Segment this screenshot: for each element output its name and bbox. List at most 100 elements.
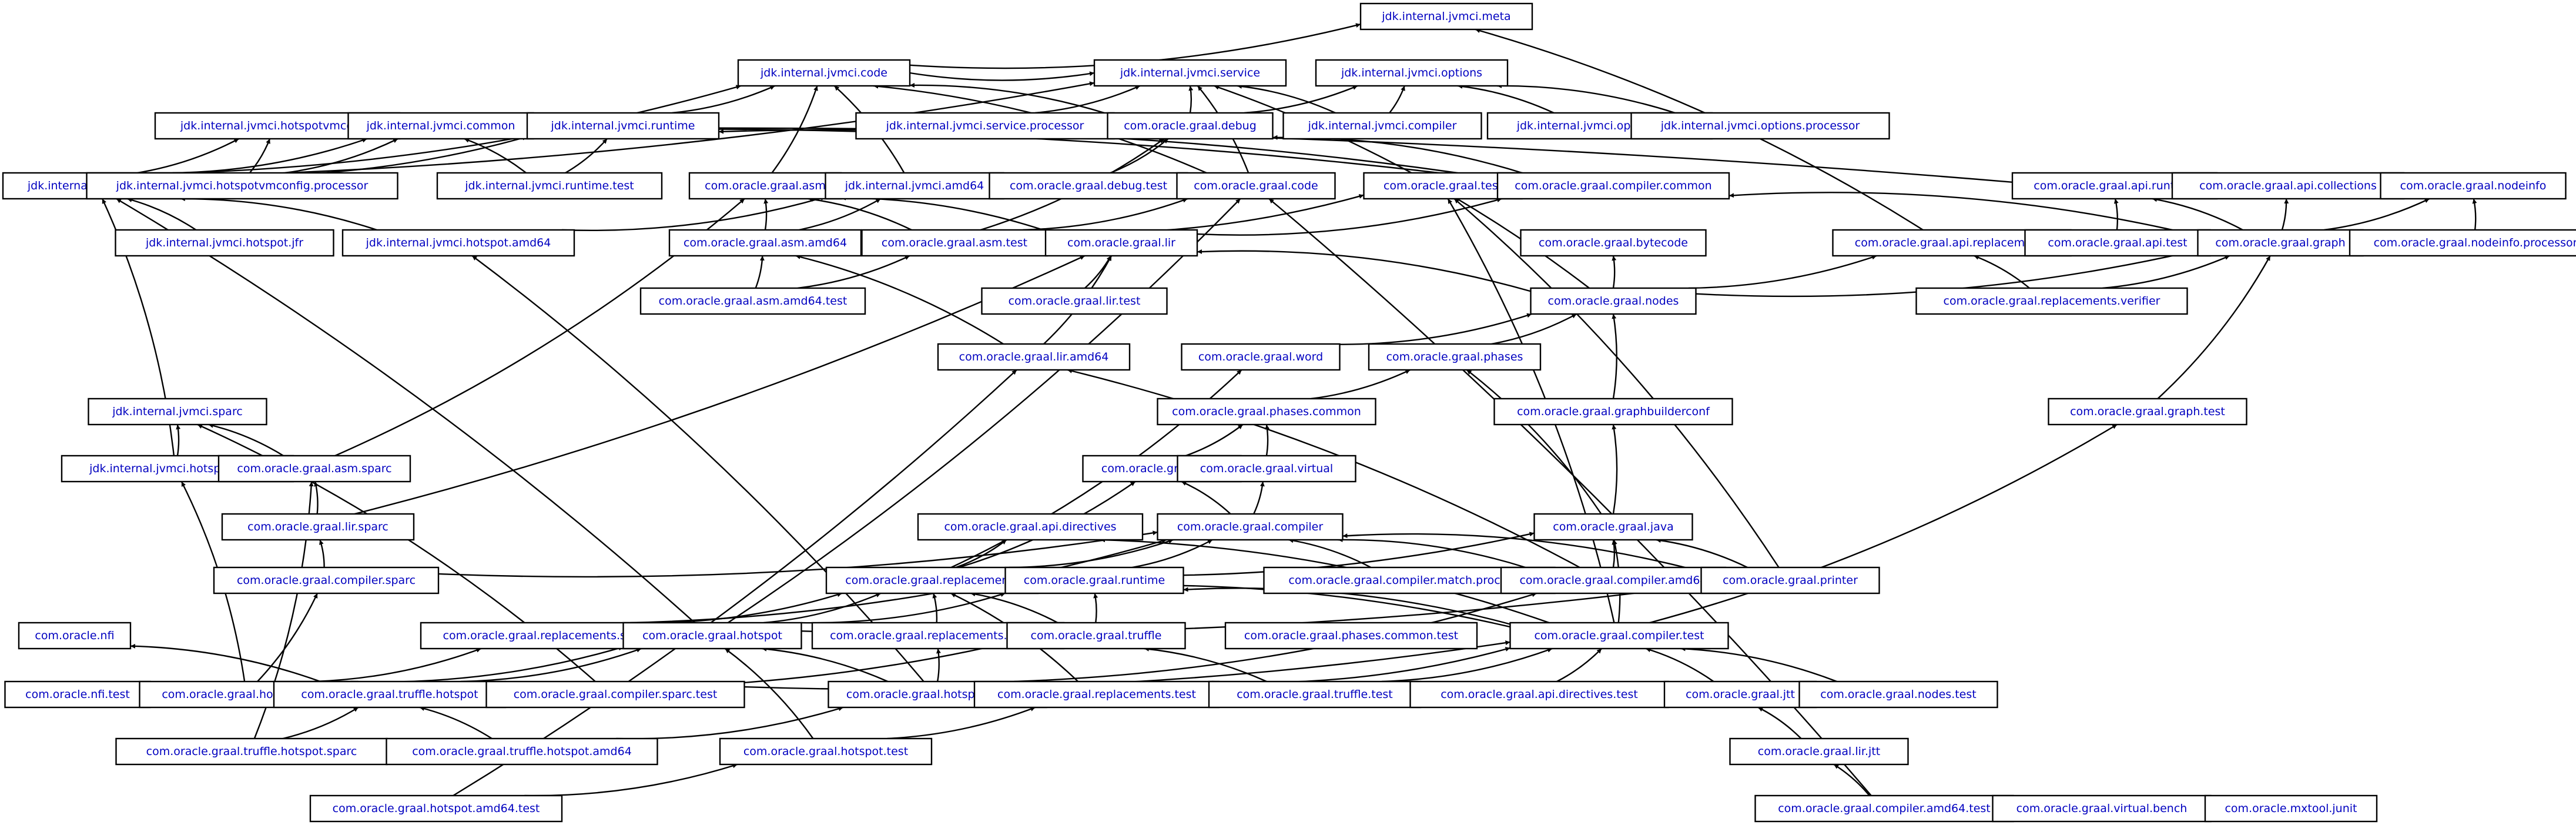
node-com-oracle-graal-runtime[interactable]: com.oracle.graal.runtime	[1004, 566, 1184, 594]
node-com-oracle-graal-virtual-bench[interactable]: com.oracle.graal.virtual.bench	[1992, 794, 2212, 823]
node-label: com.oracle.graal.truffle.hotspot.sparc	[146, 745, 357, 758]
node-box	[989, 172, 1188, 200]
node-box	[861, 229, 1048, 257]
node-jdk-internal-jvmci-code[interactable]: jdk.internal.jvmci.code	[737, 59, 911, 87]
node-com-oracle-graal-replacements-test[interactable]: com.oracle.graal.replacements.test	[973, 680, 1220, 709]
node-jdk-internal-jvmci-sparc[interactable]: jdk.internal.jvmci.sparc	[88, 398, 267, 426]
edge-com-oracle-graal-jtt-to-com-oracle-graal-compiler-test	[1645, 647, 1714, 682]
node-com-oracle-graal-hotspot-test[interactable]: com.oracle.graal.hotspot.test	[719, 737, 933, 766]
node-box	[1224, 622, 1478, 650]
node-com-oracle-graal-truffle-hotspot[interactable]: com.oracle.graal.truffle.hotspot	[273, 680, 507, 709]
node-com-oracle-graal-lir-sparc[interactable]: com.oracle.graal.lir.sparc	[221, 513, 415, 541]
node-label: com.oracle.graal.debug.test	[1010, 179, 1167, 192]
node-com-oracle-graal-compiler[interactable]: com.oracle.graal.compiler	[1157, 513, 1344, 541]
node-com-oracle-graal-truffle-hotspot-sparc[interactable]: com.oracle.graal.truffle.hotspot.sparc	[115, 737, 388, 766]
node-com-oracle-graal-virtual[interactable]: com.oracle.graal.virtual	[1177, 455, 1356, 483]
node-com-oracle-graal-api-directives[interactable]: com.oracle.graal.api.directives	[917, 513, 1144, 541]
edge-jdk-internal-jvmci-hotspotvmconfig-processor-to-jdk-internal-jvmci-hotspotvmconfig	[249, 138, 271, 173]
node-jdk-internal-jvmci-options[interactable]: jdk.internal.jvmci.options	[1315, 59, 1509, 87]
edge-com-oracle-graal-runtime-to-com-oracle-graal-compiler	[1131, 539, 1213, 569]
node-com-oracle-graal-nodeinfo-processor[interactable]: com.oracle.graal.nodeinfo.processor	[2349, 229, 2576, 257]
node-com-oracle-graal-printer[interactable]: com.oracle.graal.printer	[1700, 566, 1880, 594]
node-com-oracle-graal-lir-test[interactable]: com.oracle.graal.lir.test	[981, 287, 1168, 315]
node-com-oracle-graal-replacements[interactable]: com.oracle.graal.replacements	[825, 566, 1039, 594]
node-jdk-internal-jvmci-compiler[interactable]: jdk.internal.jvmci.compiler	[1282, 112, 1482, 140]
edge-com-oracle-graal-lir-jtt-to-com-oracle-graal-jtt	[1757, 706, 1802, 739]
node-jdk-internal-jvmci-service[interactable]: jdk.internal.jvmci.service	[1093, 59, 1287, 87]
node-com-oracle-graal-lir-amd64[interactable]: com.oracle.graal.lir.amd64	[937, 343, 1131, 371]
edge-com-oracle-graal-truffle-hotspot-amd64-to-com-oracle-graal-truffle-hotspot	[419, 706, 493, 740]
node-box	[1359, 2, 1533, 31]
node-com-oracle-graal-hotspot-amd64-test[interactable]: com.oracle.graal.hotspot.amd64.test	[309, 794, 563, 823]
node-label: com.oracle.graal.compiler.amd64.test	[1778, 802, 1991, 815]
node-com-oracle-graal-java[interactable]: com.oracle.graal.java	[1533, 513, 1693, 541]
node-jdk-internal-jvmci-service-processor[interactable]: jdk.internal.jvmci.service.processor	[855, 112, 1115, 140]
node-com-oracle-graal-api-directives-test[interactable]: com.oracle.graal.api.directives.test	[1409, 680, 1669, 709]
node-com-oracle-graal-graph-test[interactable]: com.oracle.graal.graph.test	[2048, 398, 2247, 426]
node-label: com.oracle.graal.jtt	[1686, 688, 1795, 701]
node-box	[273, 680, 507, 709]
node-com-oracle-graal-truffle-hotspot-amd64[interactable]: com.oracle.graal.truffle.hotspot.amd64	[386, 737, 658, 766]
node-label: com.oracle.graal.compiler.match.processo…	[1288, 574, 1530, 587]
node-label: com.oracle.graal.runtime	[1024, 574, 1165, 587]
edge-com-oracle-graal-truffle-test-to-com-oracle-graal-compiler-test	[1381, 647, 1553, 683]
node-com-oracle-graal-debug-test[interactable]: com.oracle.graal.debug.test	[989, 172, 1188, 200]
node-com-oracle-graal-compiler-amd64[interactable]: com.oracle.graal.compiler.amd64	[1500, 566, 1727, 594]
node-com-oracle-graal-asm[interactable]: com.oracle.graal.asm	[688, 172, 842, 200]
node-com-oracle-graal-word[interactable]: com.oracle.graal.word	[1181, 343, 1341, 371]
node-com-oracle-graal-graphbuilderconf[interactable]: com.oracle.graal.graphbuilderconf	[1493, 398, 1733, 426]
node-com-oracle-graal-truffle[interactable]: com.oracle.graal.truffle	[1006, 622, 1186, 650]
node-com-oracle-graal-test[interactable]: com.oracle.graal.test	[1363, 172, 1523, 200]
node-com-oracle-graal-nodes-test[interactable]: com.oracle.graal.nodes.test	[1798, 680, 1998, 709]
node-com-oracle-graal-phases-common-test[interactable]: com.oracle.graal.phases.common.test	[1224, 622, 1478, 650]
node-jdk-internal-jvmci-amd64[interactable]: jdk.internal.jvmci.amd64	[825, 172, 1004, 200]
node-com-oracle-graal-asm-sparc[interactable]: com.oracle.graal.asm.sparc	[217, 455, 411, 483]
node-com-oracle-graal-phases-common[interactable]: com.oracle.graal.phases.common	[1157, 398, 1376, 426]
node-com-oracle-graal-debug[interactable]: com.oracle.graal.debug	[1107, 112, 1274, 140]
node-com-oracle-nfi-test[interactable]: com.oracle.nfi.test	[4, 680, 151, 709]
node-box	[825, 172, 1004, 200]
node-com-oracle-graal-asm-amd64[interactable]: com.oracle.graal.asm.amd64	[668, 229, 862, 257]
node-com-oracle-graal-compiler-amd64-test[interactable]: com.oracle.graal.compiler.amd64.test	[1754, 794, 2014, 823]
node-com-oracle-graal-lir-jtt[interactable]: com.oracle.graal.lir.jtt	[1729, 737, 1909, 766]
node-jdk-internal-jvmci-hotspot-jfr[interactable]: jdk.internal.jvmci.hotspot.jfr	[115, 229, 334, 257]
node-com-oracle-mxtool-junit[interactable]: com.oracle.mxtool.junit	[2204, 794, 2378, 823]
node-com-oracle-graal-asm-test[interactable]: com.oracle.graal.asm.test	[861, 229, 1048, 257]
node-com-oracle-nfi[interactable]: com.oracle.nfi	[18, 622, 132, 650]
node-com-oracle-graal-graph[interactable]: com.oracle.graal.graph	[2197, 229, 2364, 257]
node-jdk-internal-jvmci-hotspot-amd64[interactable]: jdk.internal.jvmci.hotspot.amd64	[341, 229, 575, 257]
node-com-oracle-graal-compiler-sparc-test[interactable]: com.oracle.graal.compiler.sparc.test	[485, 680, 745, 709]
node-jdk-internal-jvmci-options-processor[interactable]: jdk.internal.jvmci.options.processor	[1630, 112, 1890, 140]
node-com-oracle-graal-nodes[interactable]: com.oracle.graal.nodes	[1530, 287, 1697, 315]
node-label: jdk.internal.jvmci.sparc	[112, 405, 243, 418]
node-com-oracle-graal-compiler-common[interactable]: com.oracle.graal.compiler.common	[1496, 172, 1730, 200]
node-com-oracle-graal-truffle-test[interactable]: com.oracle.graal.truffle.test	[1208, 680, 1422, 709]
node-box	[115, 229, 334, 257]
node-jdk-internal-jvmci-common[interactable]: jdk.internal.jvmci.common	[347, 112, 534, 140]
node-jdk-internal-jvmci-hotspotvmconfig-processor[interactable]: jdk.internal.jvmci.hotspotvmconfig.proce…	[86, 172, 398, 200]
node-com-oracle-graal-phases[interactable]: com.oracle.graal.phases	[1368, 343, 1542, 371]
node-com-oracle-graal-asm-amd64-test[interactable]: com.oracle.graal.asm.amd64.test	[639, 287, 866, 315]
edge-com-oracle-graal-java-to-com-oracle-graal-phases	[1466, 369, 1602, 515]
node-jdk-internal-jvmci-meta[interactable]: jdk.internal.jvmci.meta	[1359, 2, 1533, 31]
edge-com-oracle-graal-asm-to-jdk-internal-jvmci-code	[771, 85, 818, 173]
node-com-oracle-graal-code[interactable]: com.oracle.graal.code	[1176, 172, 1336, 200]
node-label: jdk.internal.jvmci.options.processor	[1660, 119, 1860, 132]
node-jdk-internal-jvmci-runtime-test[interactable]: jdk.internal.jvmci.runtime.test	[436, 172, 663, 200]
edge-com-oracle-graal-lir-amd64-to-com-oracle-graal-asm-amd64	[795, 255, 1004, 345]
node-com-oracle-graal-api-collections[interactable]: com.oracle.graal.api.collections	[2171, 172, 2405, 200]
node-jdk-internal-jvmci-runtime[interactable]: jdk.internal.jvmci.runtime	[526, 112, 720, 140]
node-com-oracle-graal-jtt[interactable]: com.oracle.graal.jtt	[1663, 680, 1817, 709]
edge-com-oracle-graal-truffle-to-com-oracle-graal-replacements	[970, 592, 1058, 624]
node-com-oracle-graal-lir[interactable]: com.oracle.graal.lir	[1044, 229, 1198, 257]
node-com-oracle-graal-nodeinfo[interactable]: com.oracle.graal.nodeinfo	[2380, 172, 2567, 200]
node-com-oracle-graal-compiler-test[interactable]: com.oracle.graal.compiler.test	[1509, 622, 1729, 650]
node-com-oracle-graal-replacements-verifier[interactable]: com.oracle.graal.replacements.verifier	[1915, 287, 2188, 315]
edge-com-oracle-graal-asm-amd64-test-to-com-oracle-graal-asm-test	[798, 255, 910, 289]
edge-jdk-internal-jvmci-service-processor-to-jdk-internal-jvmci-service	[1035, 85, 1141, 114]
node-com-oracle-graal-api-test[interactable]: com.oracle.graal.api.test	[2024, 229, 2211, 257]
node-com-oracle-graal-bytecode[interactable]: com.oracle.graal.bytecode	[1520, 229, 1707, 257]
node-com-oracle-graal-hotspot[interactable]: com.oracle.graal.hotspot	[622, 622, 802, 650]
node-com-oracle-graal-compiler-sparc[interactable]: com.oracle.graal.compiler.sparc	[213, 566, 440, 594]
